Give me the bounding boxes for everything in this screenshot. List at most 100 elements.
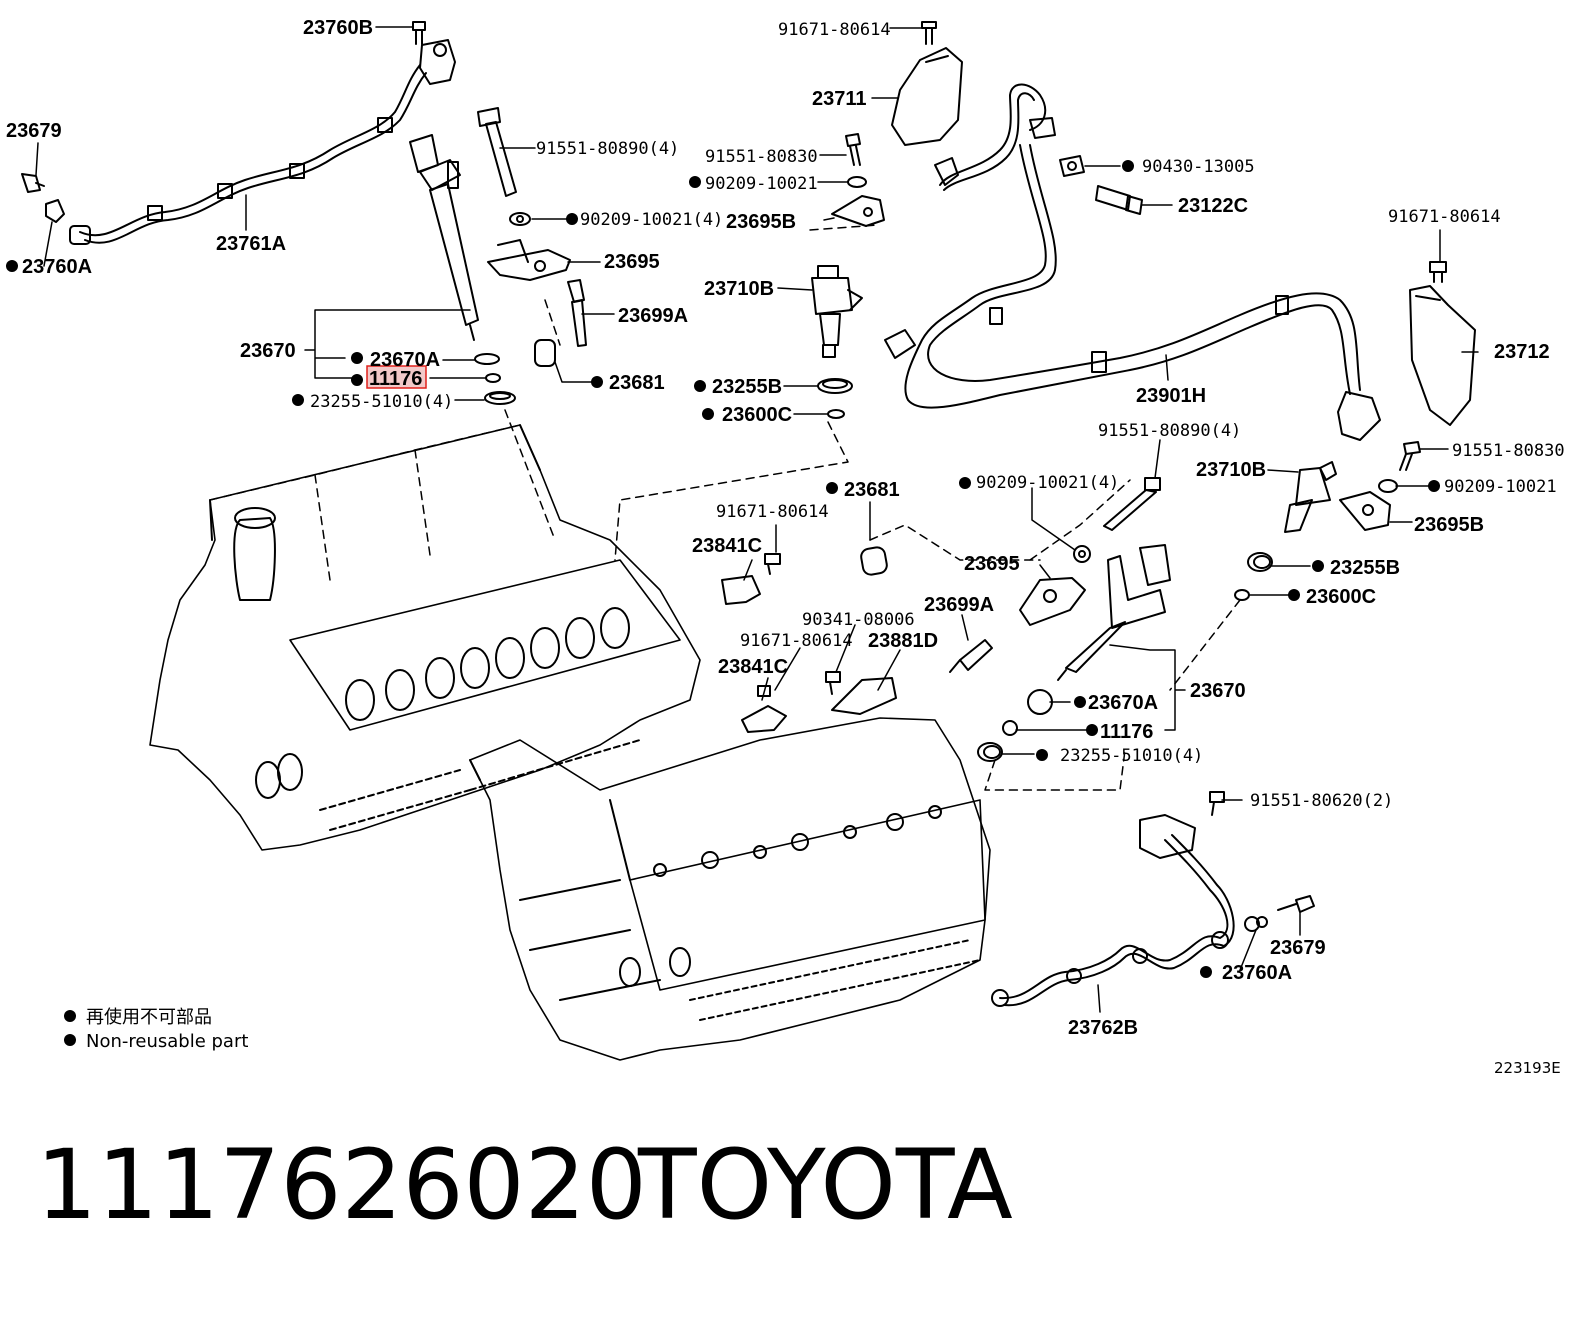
- callout-label: 23670A: [370, 349, 440, 371]
- injector-23710b-top: [811, 265, 863, 358]
- callout-label: 23679: [6, 120, 62, 142]
- sleeve-23681-right: [860, 546, 888, 576]
- callout-label: 23695: [964, 553, 1020, 575]
- figure-code: 223193E: [1494, 1059, 1561, 1077]
- callout-label: 91671-80614: [778, 20, 891, 40]
- callout-label: 23670: [240, 340, 296, 362]
- callout-label: 90209-10021: [1444, 477, 1557, 497]
- callout-label: 23255B: [712, 376, 782, 398]
- callout-label: 91671-80614: [740, 631, 853, 651]
- engine-block-right-bank: [469, 717, 991, 1061]
- highlight-box-11176: [366, 365, 427, 389]
- washer-90209-right: [1378, 479, 1398, 493]
- bolt-23122c: [1095, 185, 1143, 215]
- callout-label: 91671-80614: [716, 502, 829, 522]
- callout-label-highlighted: 11176: [369, 368, 422, 390]
- callout-label: 23695B: [726, 211, 796, 233]
- brand-title: TOYOTA: [638, 1129, 1013, 1241]
- callout-label: 23760A: [1222, 962, 1292, 984]
- bolt-91551-80830-top: [845, 133, 861, 166]
- callout-label: 23600C: [722, 404, 792, 426]
- sensor-23699a-left: [567, 279, 587, 347]
- sleeve-23681-left: [534, 339, 556, 367]
- callout-label: 23762B: [1068, 1017, 1138, 1039]
- legend-text-en: Non-reusable part: [86, 1031, 248, 1052]
- clamp-23760a-right: [1244, 916, 1268, 932]
- bolt-91551-80890-left: [477, 107, 517, 197]
- seal-23255b-top: [817, 378, 853, 394]
- callout-label: 23761A: [216, 233, 286, 255]
- non-reusable-markers: [6, 160, 1440, 1046]
- callout-label: 90209-10021(4): [976, 473, 1119, 493]
- callout-label: 23760A: [22, 256, 92, 278]
- callout-label: 90430-13005: [1142, 157, 1255, 177]
- callout-label: 23881D: [868, 630, 938, 652]
- callout-label: 23841C: [692, 535, 762, 557]
- callout-label: 23670A: [1088, 692, 1158, 714]
- part-number-title: 1117626020: [36, 1129, 647, 1241]
- bolt-23679-right: [1277, 895, 1315, 913]
- engine-block-left-bank: [149, 424, 701, 851]
- callout-label: 90341-08006: [802, 610, 915, 630]
- callout-label: 23710B: [1196, 459, 1266, 481]
- sensor-23699a-right: [949, 639, 993, 673]
- bolt-23679-left: [21, 173, 45, 193]
- callout-label: 23681: [609, 372, 665, 394]
- callout-label: 23255-51010(4): [1060, 746, 1203, 766]
- callout-label: 91551-80620(2): [1250, 791, 1393, 811]
- callout-label: 23695B: [1414, 514, 1484, 536]
- bolt-91671-right: [1429, 261, 1447, 283]
- callout-label: 23679: [1270, 937, 1326, 959]
- callout-label: 23699A: [618, 305, 688, 327]
- callout-label: 91551-80890(4): [1098, 421, 1241, 441]
- callout-label: 91551-80890(4): [536, 139, 679, 159]
- callout-label: 23600C: [1306, 586, 1376, 608]
- callout-label: 23122C: [1178, 195, 1248, 217]
- callout-label: 23699A: [924, 594, 994, 616]
- bracket-23695b-top: [831, 195, 885, 227]
- bracket-23841c-upper: [721, 575, 761, 605]
- callout-label: 23255B: [1330, 557, 1400, 579]
- callout-label: 90209-10021: [705, 174, 818, 194]
- callout-label: 23711: [812, 88, 867, 110]
- washer-90209-mid: [1073, 545, 1091, 563]
- bolt-91551-80620: [1209, 791, 1225, 816]
- bolt-91671-top: [921, 21, 937, 45]
- wire-harness-23761a: [69, 39, 456, 245]
- leader-lines: [35, 26, 1479, 1013]
- wire-harness-23762b: [991, 814, 1235, 1007]
- bolt-23760b: [412, 21, 426, 45]
- callout-label: 23695: [604, 251, 660, 273]
- callout-label: 23670: [1190, 680, 1246, 702]
- seal-rings-left: [474, 353, 516, 405]
- injector-23710b-right: [1284, 461, 1337, 533]
- seal-23600c-right: [1234, 589, 1250, 601]
- callout-label: 91551-80830: [705, 147, 818, 167]
- callout-label: 91551-80830: [1452, 441, 1565, 461]
- bolt-91671-23841c: [764, 553, 781, 575]
- clamp-23695-left: [487, 239, 571, 281]
- fuel-pipe-23901h: [884, 83, 1381, 441]
- callout-label: 23901H: [1136, 385, 1206, 407]
- heat-shield-23711: [891, 47, 963, 146]
- callout-label: 23760B: [303, 17, 373, 39]
- clamp-23760a-left: [45, 199, 65, 223]
- injector-23670-right: [1057, 544, 1171, 681]
- seal-23255b-right: [1247, 552, 1273, 572]
- washer-90209-left: [509, 212, 531, 226]
- heat-shield-23712: [1409, 285, 1476, 426]
- clamp-23695-right: [1019, 577, 1086, 626]
- callout-label: 23681: [844, 479, 900, 501]
- callout-label: 90209-10021(4): [580, 210, 723, 230]
- bracket-23881d: [831, 677, 897, 715]
- callout-label: 23712: [1494, 341, 1550, 363]
- callout-label: 11176: [1100, 721, 1153, 743]
- callout-label: 91671-80614: [1388, 207, 1501, 227]
- callout-label: 23710B: [704, 278, 774, 300]
- bolt-91551-80830-right: [1399, 441, 1421, 471]
- bolt-90341: [825, 671, 841, 695]
- seal-23600c-top: [827, 409, 845, 419]
- legend-text-cn: 再使用不可部品: [86, 1007, 212, 1028]
- injector-23670-left: [409, 134, 479, 341]
- guide-lines: [209, 224, 1241, 791]
